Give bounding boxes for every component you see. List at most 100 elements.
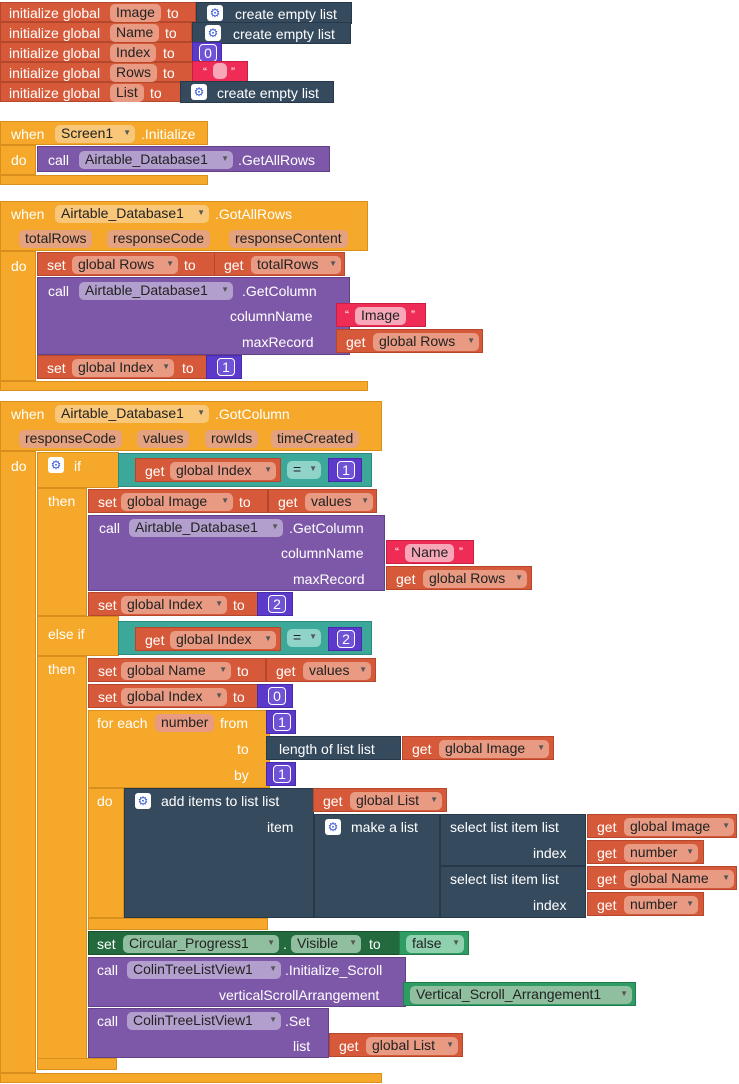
event-param[interactable]: timeCreated	[271, 430, 360, 448]
component-dropdown[interactable]: Airtable_Database1▼	[55, 405, 209, 423]
event-header[interactable]: when Airtable_Database1▼ .GotAllRows tot…	[0, 201, 368, 251]
get-values-block[interactable]: get values▼	[266, 658, 376, 682]
number-value[interactable]: 1	[217, 358, 235, 376]
call-initialize-scroll-block[interactable]: call ColinTreeListView1▼ .Initialize_Scr…	[88, 957, 406, 1007]
var-name-field[interactable]: Image	[110, 4, 161, 22]
var-dropdown[interactable]: global Image▼	[624, 818, 734, 836]
number-block[interactable]: 1	[328, 458, 362, 482]
set-global-name-block[interactable]: set global Name▼ to	[88, 658, 266, 682]
number-block[interactable]: 2	[257, 592, 293, 616]
create-empty-list-block[interactable]: ⚙ create empty list	[192, 22, 351, 44]
get-number-block[interactable]: get number▼	[587, 840, 704, 864]
var-name-field[interactable]: Name	[110, 24, 160, 42]
var-dropdown[interactable]: global Rows▼	[72, 256, 178, 274]
var-dropdown[interactable]: global Index▼	[170, 462, 276, 480]
number-block[interactable]: 1	[266, 762, 296, 786]
text-block[interactable]: “ ”	[192, 61, 248, 83]
component-dropdown[interactable]: Airtable_Database1▼	[79, 151, 233, 169]
set-visible-block[interactable]: set Circular_Progress1▼ . Visible▼ to	[88, 931, 400, 955]
number-value[interactable]: 2	[268, 595, 286, 613]
var-dropdown[interactable]: values▼	[305, 493, 373, 511]
text-block[interactable]: “ Name ”	[386, 540, 474, 564]
component-dropdown[interactable]: ColinTreeListView1▼	[127, 1012, 281, 1030]
event-param[interactable]: responseCode	[19, 430, 123, 448]
var-dropdown[interactable]: number▼	[624, 844, 698, 862]
number-block[interactable]: 1	[206, 355, 242, 379]
operator-dropdown[interactable]: =▼	[287, 629, 321, 647]
component-dropdown[interactable]: ColinTreeListView1▼	[127, 961, 281, 979]
number-value[interactable]: 1	[273, 713, 291, 731]
event-param[interactable]: totalRows	[19, 230, 93, 248]
get-global-image-block[interactable]: get global Image▼	[587, 814, 737, 838]
text-block[interactable]: “ Image ”	[336, 303, 426, 327]
get-global-list-block[interactable]: get global List▼	[313, 788, 447, 812]
get-global-index-block[interactable]: get global Index▼	[135, 458, 281, 482]
get-global-list-block[interactable]: get global List▼	[329, 1033, 463, 1057]
event-header[interactable]: when Screen1▼ .Initialize	[0, 121, 208, 145]
if-block-header[interactable]: ⚙ if	[37, 452, 119, 488]
component-dropdown[interactable]: Circular_Progress1▼	[123, 935, 279, 953]
component-dropdown[interactable]: Screen1▼	[55, 125, 135, 143]
for-each-block[interactable]: for each number from to by	[88, 710, 270, 788]
var-dropdown[interactable]: global Index▼	[170, 631, 276, 649]
var-dropdown[interactable]: global Rows▼	[423, 570, 527, 588]
set-global-index-block[interactable]: set global Index▼ to	[37, 355, 207, 379]
number-value[interactable]: 1	[337, 461, 355, 479]
var-name-field[interactable]: Index	[110, 44, 157, 62]
component-dropdown[interactable]: Airtable_Database1▼	[55, 205, 209, 223]
make-a-list-block[interactable]: ⚙ make a list	[314, 814, 440, 918]
component-value-block[interactable]: Vertical_Scroll_Arrangement1▼	[403, 982, 636, 1006]
number-block[interactable]: 0	[257, 684, 293, 708]
create-empty-list-block[interactable]: ⚙ create empty list	[180, 81, 334, 103]
component-dropdown[interactable]: Airtable_Database1▼	[79, 282, 233, 300]
gear-icon[interactable]: ⚙	[135, 793, 151, 809]
get-global-name-block[interactable]: get global Name▼	[587, 866, 737, 890]
var-dropdown[interactable]: global Index▼	[121, 596, 227, 614]
gear-icon[interactable]: ⚙	[191, 84, 207, 100]
var-dropdown[interactable]: global Name▼	[121, 662, 231, 680]
gear-icon[interactable]: ⚙	[205, 25, 221, 41]
init-global-name-block[interactable]: initialize global Name to	[0, 22, 192, 42]
number-block[interactable]: 1	[266, 710, 296, 734]
gear-icon[interactable]: ⚙	[207, 5, 223, 21]
var-dropdown[interactable]: global Rows▼	[373, 333, 479, 351]
get-global-rows-block[interactable]: get global Rows▼	[336, 329, 483, 353]
number-value[interactable]: 2	[337, 630, 355, 648]
number-value[interactable]: 0	[268, 687, 286, 705]
boolean-dropdown[interactable]: false▼	[406, 935, 464, 953]
number-value[interactable]: 1	[273, 765, 291, 783]
event-param[interactable]: rowIds	[205, 430, 259, 448]
component-dropdown[interactable]: Vertical_Scroll_Arrangement1▼	[410, 986, 632, 1004]
var-dropdown[interactable]: number▼	[624, 896, 698, 914]
call-getcolumn-block[interactable]: call Airtable_Database1▼ .GetColumn colu…	[88, 515, 385, 591]
event-header[interactable]: when Airtable_Database1▼ .GotColumn resp…	[0, 401, 382, 451]
set-global-index-block[interactable]: set global Index▼ to	[88, 684, 258, 708]
text-value[interactable]: Name	[405, 544, 455, 562]
var-dropdown[interactable]: global Image▼	[121, 493, 233, 511]
get-values-block[interactable]: get values▼	[268, 489, 377, 513]
get-totalrows-block[interactable]: get totalRows▼	[214, 252, 345, 276]
event-param[interactable]: responseCode	[107, 230, 211, 248]
gear-icon[interactable]: ⚙	[325, 819, 341, 835]
gear-icon[interactable]: ⚙	[48, 457, 64, 473]
get-global-rows-block[interactable]: get global Rows▼	[386, 566, 532, 590]
var-dropdown[interactable]: global Index▼	[72, 359, 174, 377]
get-global-image-block[interactable]: get global Image▼	[402, 736, 554, 760]
var-dropdown[interactable]: global List▼	[350, 792, 442, 810]
call-getallrows-block[interactable]: call Airtable_Database1▼ .GetAllRows	[37, 146, 330, 172]
number-block[interactable]: 2	[328, 627, 362, 651]
var-dropdown[interactable]: global Image▼	[439, 740, 549, 758]
var-name-field[interactable]: Rows	[110, 64, 158, 82]
component-dropdown[interactable]: Airtable_Database1▼	[129, 519, 283, 537]
var-dropdown[interactable]: global Index▼	[121, 688, 227, 706]
set-global-rows-block[interactable]: set global Rows▼ to	[37, 252, 215, 276]
number-value[interactable]: 0	[199, 44, 217, 62]
var-dropdown[interactable]: totalRows▼	[251, 256, 341, 274]
init-global-image-block[interactable]: initialize global Image to	[0, 2, 196, 22]
event-param[interactable]: responseContent	[229, 230, 348, 248]
init-global-index-block[interactable]: initialize global Index to	[0, 42, 196, 62]
operator-dropdown[interactable]: =▼	[287, 461, 321, 479]
text-value[interactable]: Image	[355, 307, 406, 325]
property-dropdown[interactable]: Visible▼	[291, 935, 361, 953]
get-number-block[interactable]: get number▼	[587, 892, 704, 916]
